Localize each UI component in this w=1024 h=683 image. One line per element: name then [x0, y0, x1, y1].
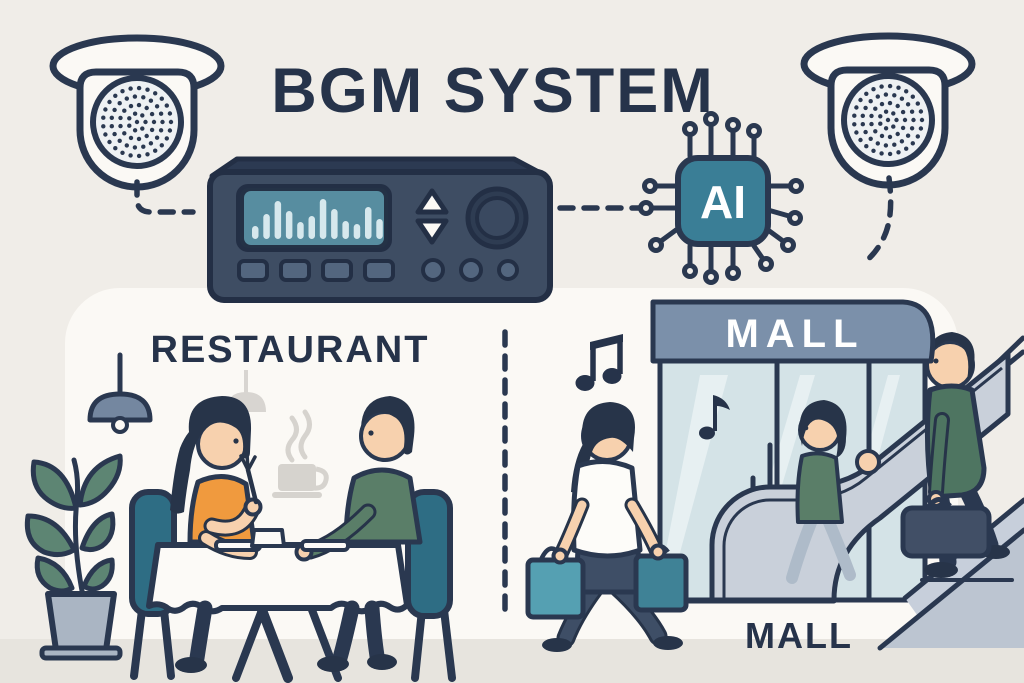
- dining-table: [146, 542, 410, 683]
- up-arrow-button[interactable]: [415, 188, 449, 215]
- ceiling-speaker-left-icon: [49, 34, 225, 215]
- mall-caption: MALL: [745, 615, 853, 656]
- restaurant-man: [294, 396, 423, 562]
- walking-shopper: [525, 402, 689, 652]
- briefcase-icon: [900, 497, 992, 559]
- mall-sign: MALL: [650, 299, 936, 364]
- pendant-lamp-icon: [87, 352, 153, 434]
- floor: [0, 639, 1024, 683]
- chair-right: [405, 489, 456, 682]
- bgm-player-icon: [207, 156, 553, 303]
- restaurant-man-legs: [317, 600, 397, 672]
- round-buttons[interactable]: [421, 258, 519, 282]
- ai-chip-icon: AI: [638, 111, 804, 285]
- page-title: BGM SYSTEM: [271, 56, 715, 126]
- tableware: [214, 528, 350, 552]
- connector-speaker-right: [863, 175, 894, 264]
- ceiling-speaker-right-icon: [800, 32, 976, 264]
- connector-speaker-left: [134, 179, 196, 215]
- down-arrow-button[interactable]: [415, 218, 449, 245]
- restaurant-woman-legs: [175, 600, 213, 673]
- restaurant-label: RESTAURANT: [151, 329, 430, 371]
- ai-chip-label: AI: [700, 176, 746, 228]
- restaurant-scene: RESTAURANT: [24, 329, 456, 683]
- tablecloth: [146, 542, 410, 615]
- hand-on-rail: [855, 449, 881, 475]
- preset-buttons[interactable]: [237, 259, 395, 282]
- music-note-icon: [575, 334, 623, 391]
- music-note-small-icon: [699, 395, 730, 440]
- mall-sign-label: MALL: [725, 312, 864, 356]
- potted-plant-icon: [24, 453, 123, 661]
- fork-icon: [239, 452, 259, 505]
- shopping-bag-icon: [525, 546, 586, 620]
- mall-scene: MALL: [525, 299, 1024, 656]
- equalizer-bars: [252, 199, 383, 239]
- escalator-man: [900, 332, 1014, 582]
- coffee-cup-icon: [272, 409, 329, 498]
- inside-shopper: [786, 400, 856, 584]
- shopping-bag-icon-2: [633, 543, 689, 613]
